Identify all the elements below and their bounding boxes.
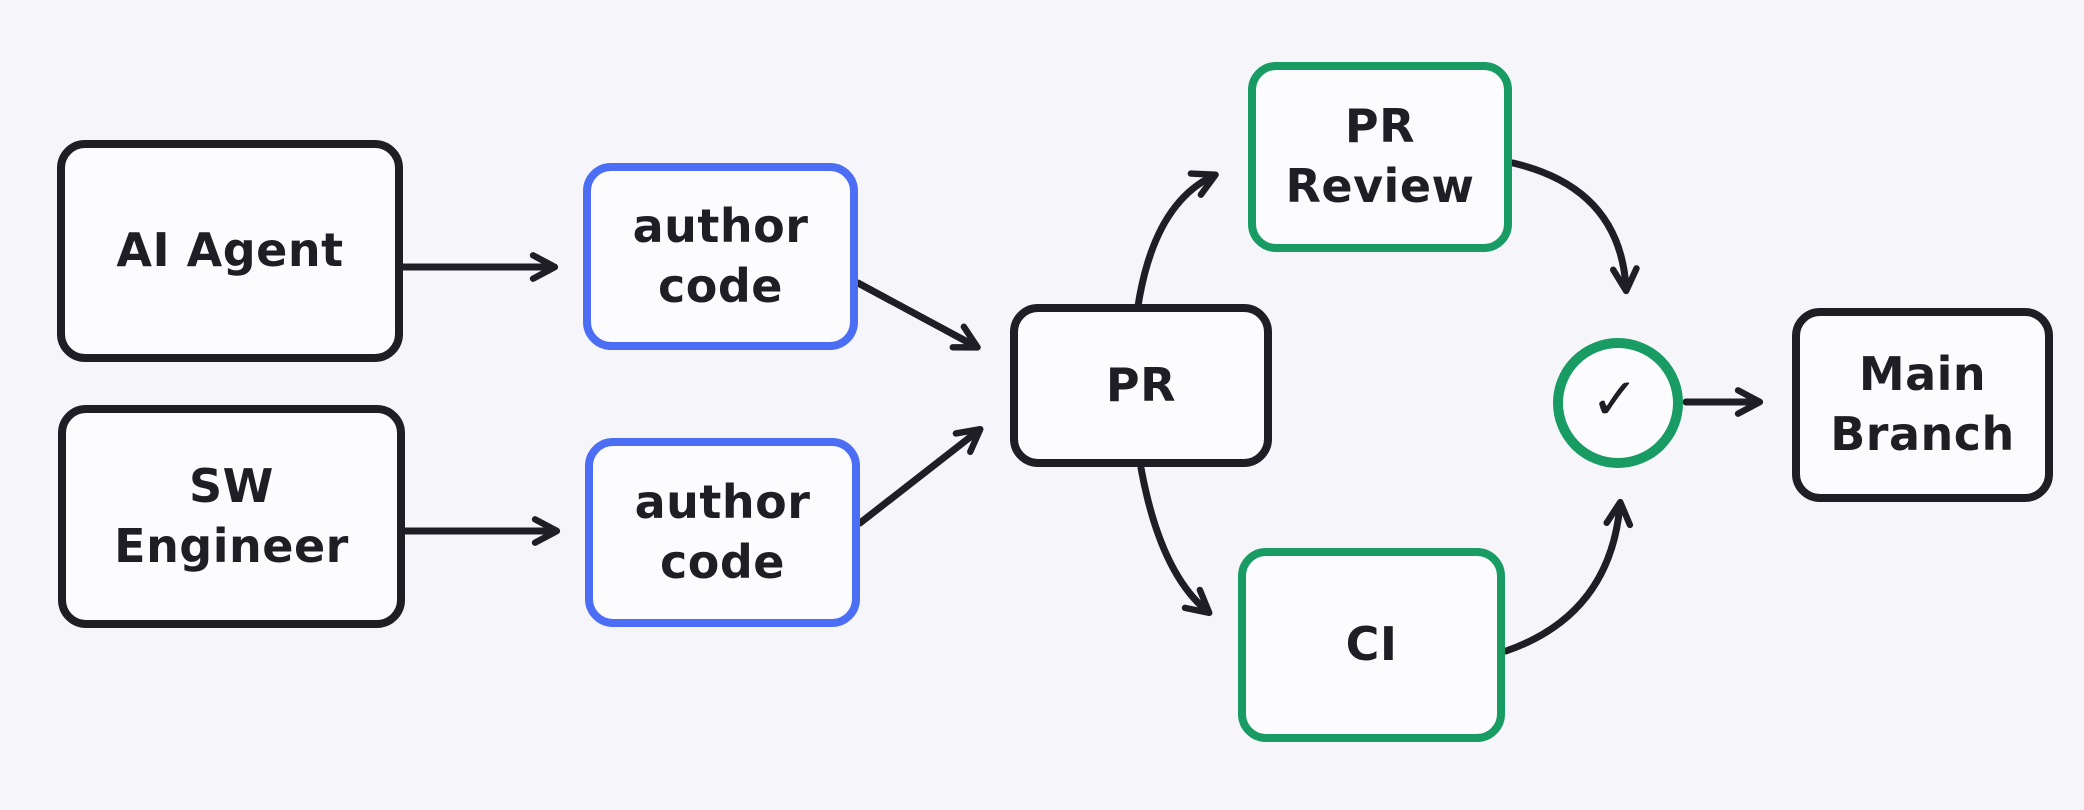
arrow-author-code-bottom-to-pr xyxy=(856,425,984,527)
node-sw-engineer-label: SW Engineer xyxy=(114,458,349,573)
node-ci: CI xyxy=(1238,548,1505,742)
node-ai-agent-label: AI Agent xyxy=(116,223,344,278)
node-ai-agent: AI Agent xyxy=(57,140,403,362)
node-author-code-top: author code xyxy=(583,163,858,350)
node-pr-review: PR Review xyxy=(1248,62,1512,252)
node-main-branch-label: Main Branch xyxy=(1830,347,2015,461)
node-ci-label: CI xyxy=(1345,617,1398,672)
node-pr: PR xyxy=(1010,304,1272,467)
arrow-ci-to-check xyxy=(1502,498,1634,655)
arrow-author-code-top-to-pr xyxy=(854,279,981,351)
check-icon: ✓ xyxy=(1590,365,1640,433)
arrow-pr-to-ci xyxy=(1137,464,1213,617)
node-sw-engineer: SW Engineer xyxy=(58,405,405,628)
node-author-code-bottom-label: author code xyxy=(634,474,811,589)
arrow-pr-to-pr-review xyxy=(1134,170,1219,310)
node-author-code-bottom: author code xyxy=(585,438,860,627)
node-pr-review-label: PR Review xyxy=(1285,99,1475,213)
node-author-code-top-label: author code xyxy=(632,198,809,313)
node-pr-label: PR xyxy=(1105,357,1177,412)
node-main-branch: Main Branch xyxy=(1792,308,2053,502)
arrow-pr-review-to-check xyxy=(1509,159,1640,295)
node-check-circle: ✓ xyxy=(1553,338,1683,468)
